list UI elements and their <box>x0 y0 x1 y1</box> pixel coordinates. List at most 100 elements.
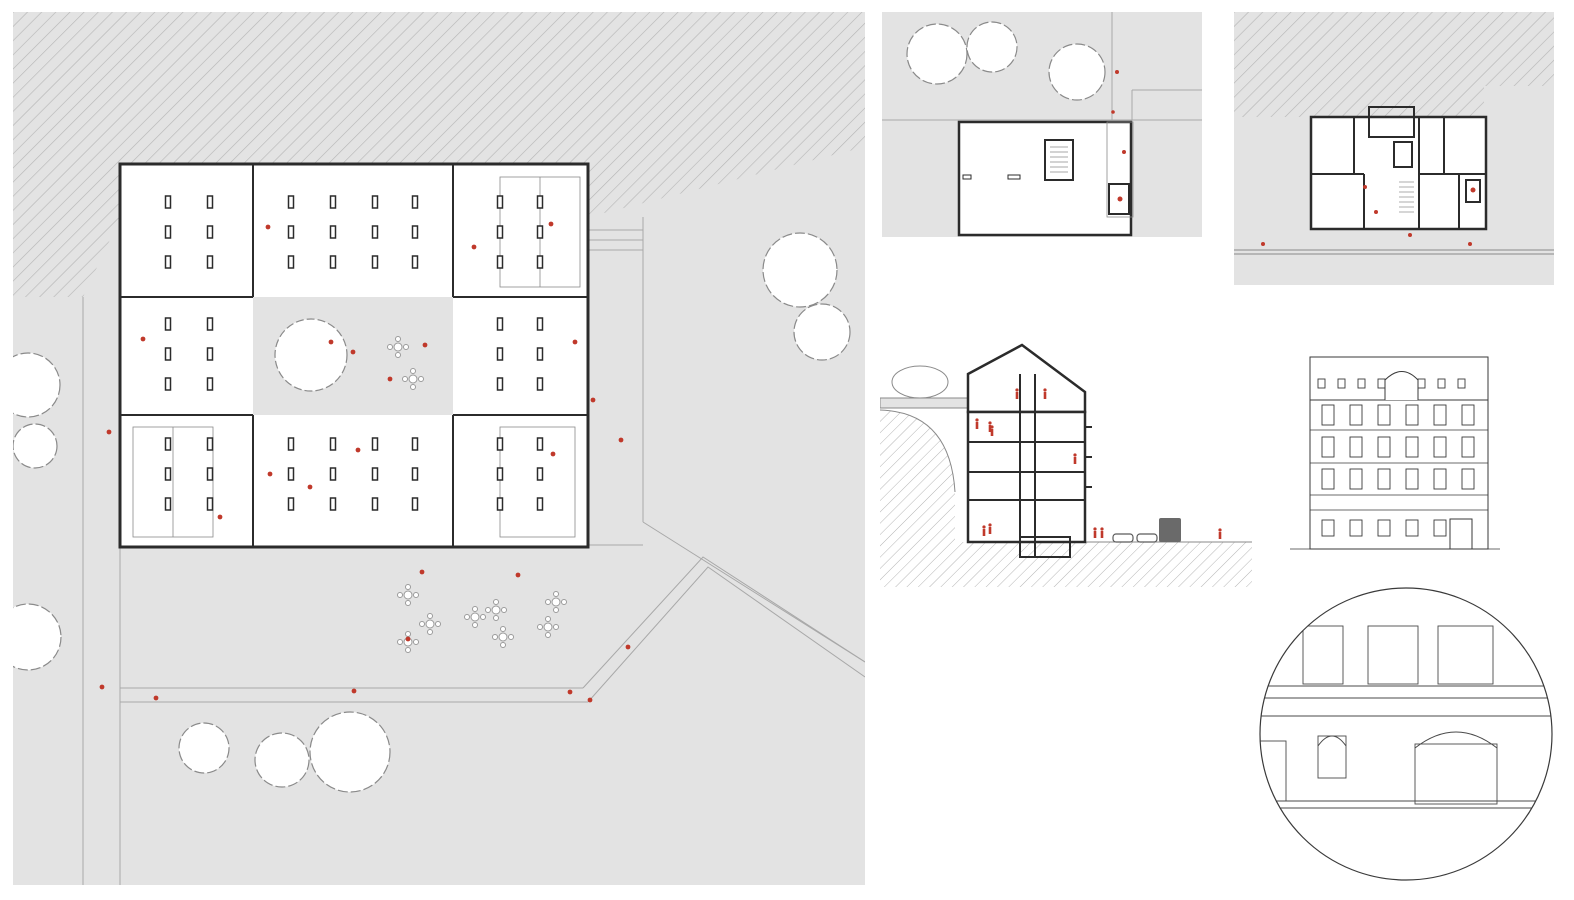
person-icon <box>350 349 356 355</box>
window <box>1349 468 1363 490</box>
gable <box>1384 371 1419 400</box>
tree-icon <box>274 318 348 392</box>
person-icon <box>515 572 521 578</box>
column <box>371 437 379 451</box>
column <box>536 377 544 391</box>
person-icon <box>988 421 992 432</box>
window <box>1349 404 1363 426</box>
column <box>536 437 544 451</box>
column <box>496 225 504 239</box>
person-icon <box>265 224 271 230</box>
upper-floor-plan-panel <box>882 12 1202 237</box>
column <box>164 347 172 361</box>
tree-icon <box>891 365 949 399</box>
facade-windows <box>1317 378 1475 537</box>
person-icon <box>387 376 393 382</box>
tree-icon <box>254 732 310 788</box>
column <box>329 467 337 481</box>
window <box>1433 436 1447 458</box>
column <box>411 437 419 451</box>
column <box>206 317 214 331</box>
column <box>164 467 172 481</box>
column <box>536 467 544 481</box>
table-icon <box>402 368 424 390</box>
dormer-window <box>1357 378 1366 389</box>
street-elevation <box>1290 356 1500 550</box>
dormer-window <box>1457 378 1466 389</box>
column <box>496 347 504 361</box>
column <box>371 255 379 269</box>
person-icon <box>590 397 596 403</box>
column <box>206 255 214 269</box>
person-icon <box>106 429 112 435</box>
site-trees <box>906 21 1106 101</box>
column <box>371 195 379 209</box>
person-icon <box>572 339 578 345</box>
person-icon <box>982 525 986 536</box>
window <box>1321 404 1335 426</box>
window <box>1461 436 1475 458</box>
column <box>164 317 172 331</box>
facade-detail <box>1259 587 1553 881</box>
column <box>536 255 544 269</box>
site-plan <box>13 12 865 885</box>
person-icon <box>405 636 411 642</box>
person-icon <box>990 425 994 436</box>
tree-icon <box>13 352 61 418</box>
person-icon <box>471 244 477 250</box>
column <box>164 377 172 391</box>
column <box>371 225 379 239</box>
column <box>329 497 337 511</box>
people-figures <box>975 388 1222 539</box>
person-icon <box>267 471 273 477</box>
column <box>206 195 214 209</box>
column <box>536 225 544 239</box>
table-icon <box>545 591 567 613</box>
column <box>206 225 214 239</box>
building-section-panel <box>880 342 1252 587</box>
dormer-window <box>1317 378 1326 389</box>
window <box>1377 519 1391 537</box>
upper-floor-plan <box>882 12 1202 237</box>
person-icon <box>307 484 313 490</box>
window <box>1405 519 1419 537</box>
column <box>536 195 544 209</box>
person-icon <box>548 221 554 227</box>
window <box>1433 468 1447 490</box>
window <box>1405 436 1419 458</box>
dormer-window <box>1337 378 1346 389</box>
window <box>1321 519 1335 537</box>
site-trees <box>13 232 851 793</box>
person-icon <box>975 418 979 429</box>
column <box>164 497 172 511</box>
column <box>536 497 544 511</box>
column <box>164 437 172 451</box>
person-icon <box>1100 527 1104 538</box>
window <box>1377 404 1391 426</box>
tree-icon <box>1048 43 1106 101</box>
column <box>496 437 504 451</box>
column-grid <box>164 195 544 511</box>
column <box>496 317 504 331</box>
truck-icon <box>1159 518 1181 542</box>
person-icon <box>988 523 992 534</box>
townhouse-floor-plan-panel <box>1234 12 1554 285</box>
window <box>1349 519 1363 537</box>
dormer-window <box>1417 378 1426 389</box>
table-icon <box>387 336 409 358</box>
tree-icon <box>178 722 230 774</box>
facade-detail-panel <box>1258 586 1554 882</box>
column <box>329 255 337 269</box>
person-icon <box>217 514 223 520</box>
column <box>287 437 295 451</box>
person-icon <box>1218 528 1222 539</box>
dormer-window <box>1437 378 1446 389</box>
tree-icon <box>13 423 58 469</box>
window <box>1461 404 1475 426</box>
tree-icon <box>309 711 391 793</box>
building-outline <box>118 162 590 549</box>
car-icon <box>1112 533 1158 543</box>
column <box>371 497 379 511</box>
person-icon <box>328 339 334 345</box>
person-icon <box>567 689 573 695</box>
